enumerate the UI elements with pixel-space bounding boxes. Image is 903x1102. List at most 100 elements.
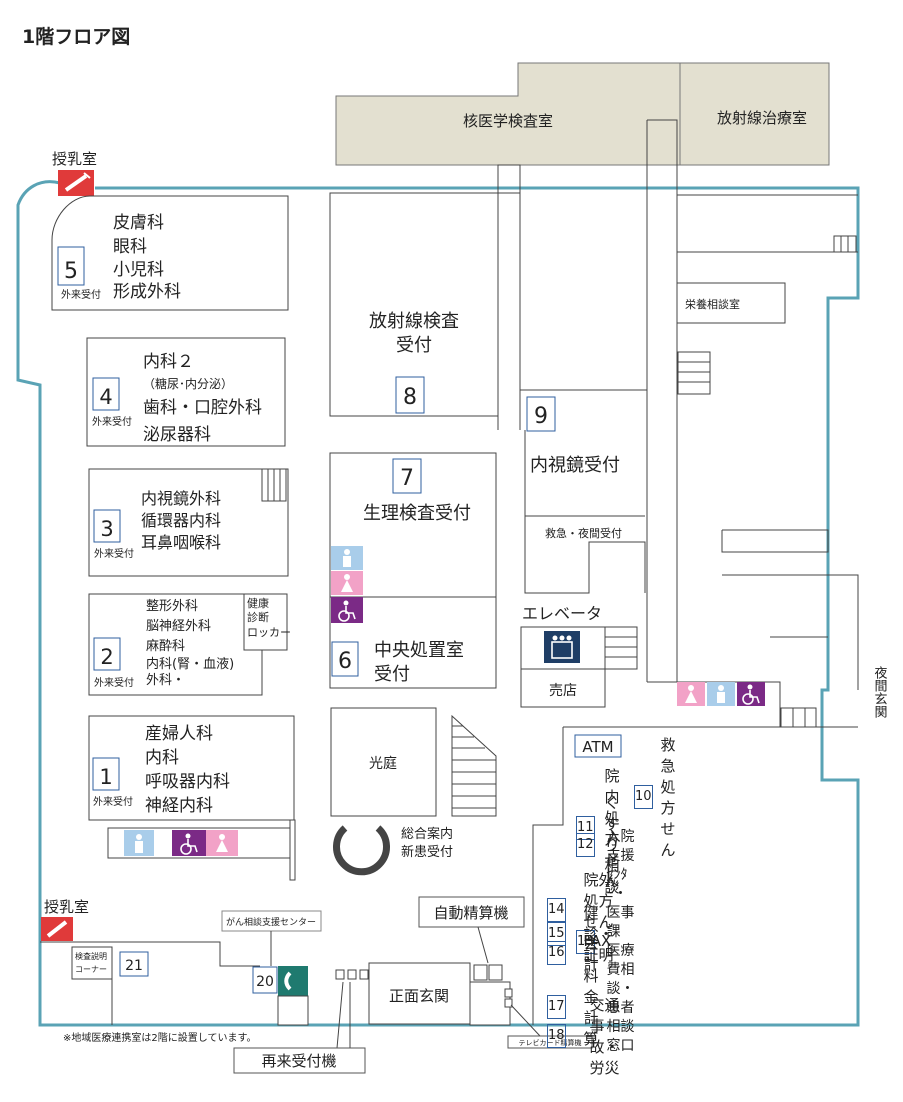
central-treatment-label: 中央処置室 xyxy=(374,640,464,661)
service-label: 交通事故・労災 xyxy=(589,996,620,1077)
outpatient-block-1: 1 外来受付 産婦人科 内科 呼吸器内科 神経内科 xyxy=(88,715,295,821)
male-toilet-icon xyxy=(331,546,363,570)
dept-label: 内科２ xyxy=(143,352,194,372)
service-number: 14 xyxy=(547,897,566,922)
wheelchair-icon xyxy=(172,830,206,856)
dept-label: 耳鼻咽喉科 xyxy=(141,533,221,552)
outpatient-label: 外来受付 xyxy=(94,547,134,560)
courtyard: 光庭 xyxy=(330,707,497,817)
footnote: ※地域医療連携室は2階に設置しています。 xyxy=(63,1031,256,1044)
dept-label: 泌尿器科 xyxy=(143,425,211,445)
service-label: 救急処方せん xyxy=(660,736,676,859)
service-number: 15 xyxy=(547,921,566,946)
revisit-label: 再来受付機 xyxy=(261,1052,336,1070)
female-toilet-icon xyxy=(206,830,238,856)
block-number-6: 6 xyxy=(338,649,352,674)
elevator-label: エレベータ xyxy=(522,604,602,623)
outpatient-label: 外来受付 xyxy=(93,795,133,808)
dept-label: （糖尿･内分泌） xyxy=(143,376,233,391)
service-label: 院外処方せんFAX xyxy=(583,871,614,950)
physiology-label: 生理検査受付 xyxy=(363,503,471,524)
dept-label: 内視鏡外科 xyxy=(141,489,221,508)
telephone-icon xyxy=(278,966,308,996)
service-label-2: 医療費相談・患者相談窓口 xyxy=(606,943,635,1054)
baby-bottle-icon xyxy=(41,917,73,941)
service-number: 10 xyxy=(634,785,653,809)
locker-label: ロッカー xyxy=(247,626,291,639)
nursing-label-bottom: 授乳室 xyxy=(44,898,89,916)
dept-label: 眼科 xyxy=(113,237,147,257)
block-number-5: 5 xyxy=(64,259,78,284)
cancer-support-label: がん相談支援センター xyxy=(226,916,316,928)
female-toilet-icon xyxy=(331,571,363,595)
outer-wall xyxy=(16,180,860,1027)
nursing-room-top: 授乳室 xyxy=(52,150,97,196)
outpatient-block-2: 健康 診断 ロッカー 2 外来受付 整形外科 脳神経外科 麻酔科 内科(腎・血液… xyxy=(88,593,291,696)
tv-card-label: テレビカード精算機 xyxy=(519,1038,582,1047)
service-16: 16 会計 xyxy=(547,932,604,974)
outpatient-block-4: 4 外来受付 内科２ （糖尿･内分泌） 歯科・口腔外科 泌尿器科 xyxy=(86,337,286,447)
services-area: ATM xyxy=(532,726,858,1025)
baby-bottle-icon xyxy=(58,170,94,196)
dept-label: 循環器内科 xyxy=(141,511,221,530)
endoscopy-label: 内視鏡受付 xyxy=(530,455,620,476)
outpatient-label: 外来受付 xyxy=(92,415,132,428)
block-number-9: 9 xyxy=(534,404,548,429)
dept-label: 皮膚科 xyxy=(113,213,164,233)
dept-label: 整形外科 xyxy=(146,599,198,614)
radiology-label: 放射線検査 xyxy=(369,311,459,332)
service-15: 15 健診・証明 xyxy=(547,902,619,965)
service-number: 11 xyxy=(576,816,595,840)
service-10: 10 救急処方せん xyxy=(634,734,681,860)
nursing-room-bottom: 授乳室 xyxy=(40,898,260,967)
endoscopy-reception: 9 内視鏡受付 救急・夜間受付 xyxy=(520,389,647,594)
block-number-4: 4 xyxy=(99,385,112,409)
service-13: 13 入院支援ｾﾝﾀｰ・医事課 医療費相談・患者相談窓口 xyxy=(576,828,640,1056)
info-label: 総合案内 xyxy=(401,826,453,842)
toilet-row-east xyxy=(677,682,765,706)
service-14: 14 院外処方せんFAX xyxy=(547,869,617,950)
female-toilet-icon xyxy=(677,682,705,706)
page-title: 1階フロア図 xyxy=(22,26,131,48)
atm-label: ATM xyxy=(582,738,613,756)
service-17: 17 料金計算 xyxy=(547,965,604,1049)
male-toilet-icon xyxy=(124,830,154,856)
new-patient-label: 新患受付 xyxy=(401,844,453,860)
outpatient-block-5: 5 外来受付 皮膚科 眼科 小児科 形成外科 xyxy=(51,195,289,311)
radiotherapy-label: 放射線治療室 xyxy=(717,109,807,127)
toilet-row-west xyxy=(107,819,296,881)
block-number-1: 1 xyxy=(99,765,112,789)
nuclear-medicine-label: 核医学検査室 xyxy=(463,112,553,130)
main-entrance-label: 正面玄関 xyxy=(389,987,449,1005)
service-label: くすり相談 xyxy=(604,794,620,896)
dept-label: 麻酔科 xyxy=(146,639,185,654)
dept-label: 内科(腎・血液) xyxy=(146,656,234,672)
service-label: 会計 xyxy=(583,934,599,973)
shop-label: 売店 xyxy=(549,683,577,699)
block-number-3: 3 xyxy=(100,517,113,541)
nuclear-medicine-room: 核医学検査室 xyxy=(335,62,681,166)
health-label: 健康 xyxy=(247,596,269,610)
block-number-7: 7 xyxy=(400,466,414,491)
nutrition-room: 栄養相談室 xyxy=(676,282,786,324)
radiology-reception-label: 受付 xyxy=(396,335,432,356)
service-number: 17 xyxy=(547,995,566,1019)
nursing-label-top: 授乳室 xyxy=(52,150,97,168)
wheelchair-icon xyxy=(737,682,765,706)
service-label: 院内処方せん xyxy=(604,767,620,890)
service-number: 18 xyxy=(547,1024,566,1048)
dept-label: 呼吸器内科 xyxy=(145,772,230,792)
service-11: 11 院内処方せん xyxy=(576,765,625,891)
radiotherapy-room: 放射線治療室 xyxy=(679,62,830,166)
nutrition-label: 栄養相談室 xyxy=(685,297,740,311)
physiology-central-block: 7 生理検査受付 6 中央処置室 受付 xyxy=(329,452,497,689)
radiology-reception: 放射線検査 受付 8 xyxy=(329,192,499,417)
outpatient-block-3: 3 外来受付 内視鏡外科 循環器内科 耳鼻咽喉科 xyxy=(88,468,289,577)
emergency-label: 救急・夜間受付 xyxy=(545,526,622,540)
exam-label: コーナー xyxy=(75,965,107,974)
outpatient-label: 外来受付 xyxy=(61,288,101,301)
service-number: 12 xyxy=(576,832,595,857)
service-label: 入院支援ｾﾝﾀｰ・医事課 xyxy=(606,829,635,940)
exam-corner: 検査説明 コーナー 21 xyxy=(71,946,149,1025)
